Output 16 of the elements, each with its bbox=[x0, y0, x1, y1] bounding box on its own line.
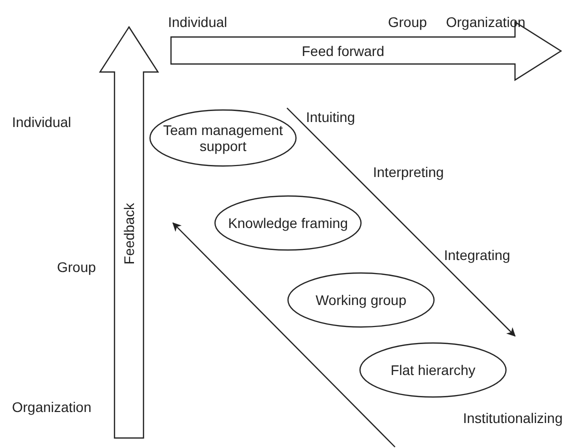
stage-label: Interpreting bbox=[373, 164, 444, 180]
stage-label: Individual bbox=[168, 14, 228, 30]
stage-label: Group bbox=[57, 259, 96, 275]
stage-label: Individual bbox=[12, 114, 72, 130]
node-label: Team management support bbox=[162, 122, 284, 154]
stage-label: Institutionalizing bbox=[463, 410, 563, 426]
stage-label: Integrating bbox=[444, 247, 510, 263]
node-label: Working group bbox=[314, 292, 408, 308]
node-label: Knowledge framing bbox=[227, 214, 349, 232]
node-label: Feed forward bbox=[300, 43, 386, 59]
stage-label: Group bbox=[388, 14, 427, 30]
stage-label: Organization bbox=[446, 14, 526, 30]
node-label: Feedback bbox=[121, 202, 137, 264]
stage-label: Organization bbox=[12, 399, 92, 415]
node-label: Flat hierarchy bbox=[390, 362, 476, 378]
stage-label: Intuiting bbox=[306, 109, 356, 125]
